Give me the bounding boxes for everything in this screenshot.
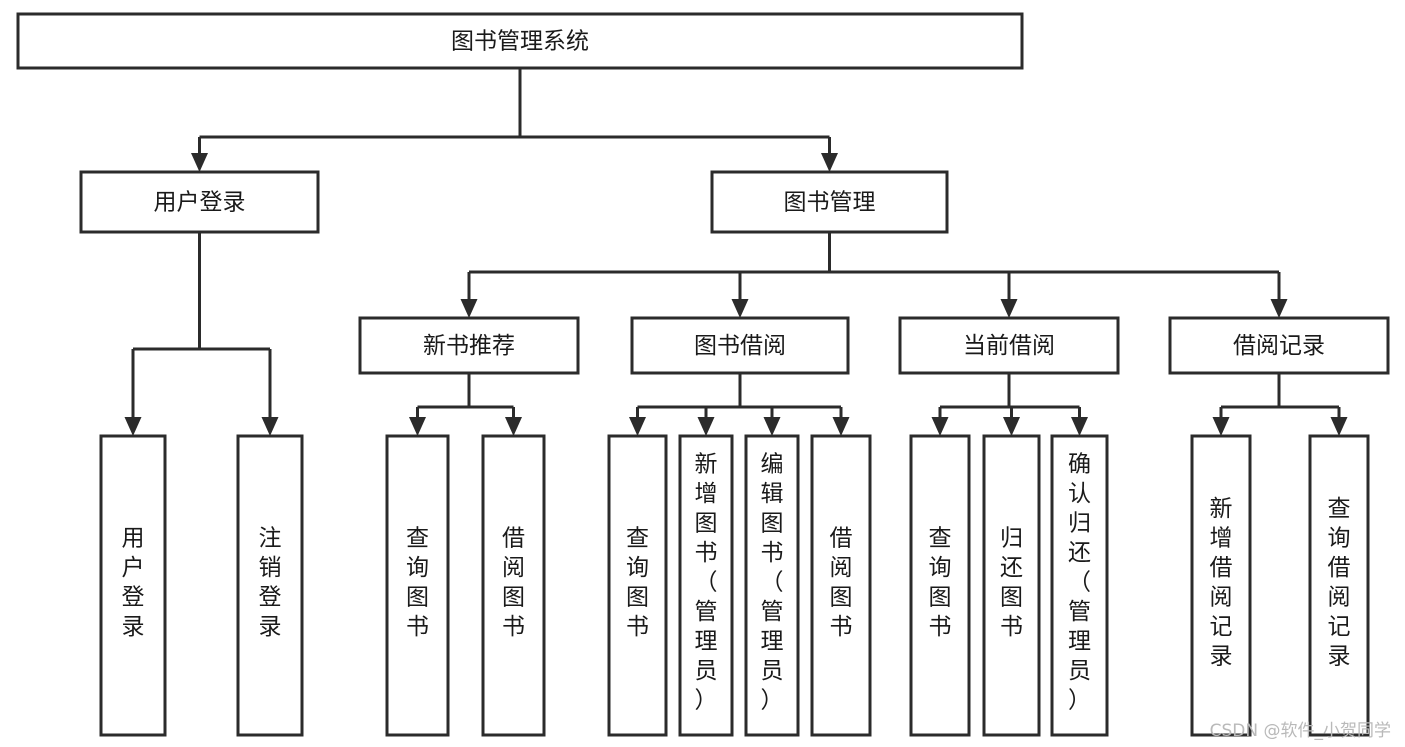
node-leaf-query-book-3[interactable]: 查询图书 bbox=[909, 434, 971, 737]
node-leaf-return-book-rect bbox=[982, 434, 1041, 737]
arrow-head-icon bbox=[821, 153, 838, 172]
node-book-borrow-label: 图书借阅 bbox=[694, 333, 786, 359]
node-leaf-add-record[interactable]: 新增借阅记录 bbox=[1190, 434, 1252, 737]
node-book-manage[interactable]: 图书管理 bbox=[710, 170, 949, 234]
node-leaf-user-logout-label: 注销登录 bbox=[259, 525, 282, 640]
node-leaf-query-book-1-rect bbox=[385, 434, 450, 737]
arrow-head-icon bbox=[697, 417, 715, 436]
node-leaf-borrow-book-1-label: 借阅图书 bbox=[502, 525, 525, 640]
node-new-book-rec-rect bbox=[358, 316, 580, 375]
arrow-head-icon bbox=[1270, 299, 1288, 318]
arrow-head-icon bbox=[832, 417, 850, 436]
node-leaf-confirm-return-label: 确认归还（管理员） bbox=[1068, 452, 1091, 714]
node-book-manage-label: 图书管理 bbox=[784, 190, 876, 216]
arrow-head-icon bbox=[763, 417, 781, 436]
node-leaf-borrow-book-2-label: 借阅图书 bbox=[830, 525, 853, 640]
node-leaf-query-book-1-label: 查询图书 bbox=[406, 525, 429, 640]
node-leaf-return-book-label: 归还图书 bbox=[1000, 525, 1023, 640]
node-user-login-rect bbox=[79, 170, 320, 234]
node-leaf-query-book-2-label: 查询图书 bbox=[626, 525, 649, 640]
node-current-borrow-label: 当前借阅 bbox=[963, 333, 1055, 359]
arrow-head-icon bbox=[931, 417, 949, 436]
node-leaf-edit-book[interactable]: 编辑图书（管理员） bbox=[744, 434, 800, 737]
node-leaf-borrow-book-2-rect bbox=[810, 434, 872, 737]
node-leaf-add-book[interactable]: 新增图书（管理员） bbox=[678, 434, 734, 737]
node-leaf-add-record-label: 新增借阅记录 bbox=[1210, 496, 1233, 670]
arrow-head-icon bbox=[731, 299, 749, 318]
node-leaf-query-record[interactable]: 查询借阅记录 bbox=[1308, 434, 1370, 737]
node-leaf-confirm-return[interactable]: 确认归还（管理员） bbox=[1050, 434, 1109, 737]
node-leaf-edit-book-label: 编辑图书（管理员） bbox=[761, 452, 784, 714]
node-user-login-label: 用户登录 bbox=[154, 190, 246, 216]
node-book-borrow-rect bbox=[630, 316, 850, 375]
node-leaf-user-logout[interactable]: 注销登录 bbox=[236, 434, 304, 737]
node-leaf-query-book-3-label: 查询图书 bbox=[929, 525, 952, 640]
node-leaf-add-book-label: 新增图书（管理员） bbox=[695, 452, 718, 714]
node-borrow-record[interactable]: 借阅记录 bbox=[1168, 316, 1390, 375]
node-leaf-edit-book-rect bbox=[744, 434, 800, 737]
arrow-head-icon bbox=[460, 299, 478, 318]
node-leaf-user-login-label: 用户登录 bbox=[122, 525, 145, 640]
arrow-head-icon bbox=[1003, 417, 1020, 436]
arrow-head-icon bbox=[409, 417, 426, 436]
node-current-borrow-rect bbox=[898, 316, 1120, 375]
node-borrow-record-rect bbox=[1168, 316, 1390, 375]
nodes-layer: 图书管理系统用户登录图书管理新书推荐图书借阅当前借阅借阅记录用户登录注销登录查询… bbox=[16, 12, 1390, 737]
node-leaf-query-book-2-rect bbox=[607, 434, 668, 737]
node-user-login[interactable]: 用户登录 bbox=[79, 170, 320, 234]
node-root-book-management-system[interactable]: 图书管理系统 bbox=[16, 12, 1024, 70]
node-new-book-rec-label: 新书推荐 bbox=[423, 333, 515, 359]
arrow-head-icon bbox=[261, 417, 279, 436]
node-leaf-query-record-rect bbox=[1308, 434, 1370, 737]
node-leaf-query-record-label: 查询借阅记录 bbox=[1328, 496, 1351, 670]
node-new-book-rec[interactable]: 新书推荐 bbox=[358, 316, 580, 375]
node-leaf-add-record-rect bbox=[1190, 434, 1252, 737]
node-borrow-record-label: 借阅记录 bbox=[1233, 333, 1325, 359]
arrow-head-icon bbox=[505, 417, 522, 436]
node-leaf-query-book-2[interactable]: 查询图书 bbox=[607, 434, 668, 737]
node-current-borrow[interactable]: 当前借阅 bbox=[898, 316, 1120, 375]
node-leaf-borrow-book-1-rect bbox=[481, 434, 546, 737]
node-leaf-user-login-rect bbox=[99, 434, 167, 737]
node-leaf-confirm-return-rect bbox=[1050, 434, 1109, 737]
node-leaf-borrow-book-1[interactable]: 借阅图书 bbox=[481, 434, 546, 737]
node-leaf-user-logout-rect bbox=[236, 434, 304, 737]
node-root-book-management-system-rect bbox=[16, 12, 1024, 70]
node-book-manage-rect bbox=[710, 170, 949, 234]
node-leaf-return-book[interactable]: 归还图书 bbox=[982, 434, 1041, 737]
arrow-head-icon bbox=[1212, 417, 1230, 436]
arrow-head-icon bbox=[1071, 417, 1088, 436]
arrow-head-icon bbox=[124, 417, 142, 436]
connectors-layer bbox=[124, 68, 1348, 436]
node-leaf-query-book-3-rect bbox=[909, 434, 971, 737]
node-leaf-add-book-rect bbox=[678, 434, 734, 737]
node-book-borrow[interactable]: 图书借阅 bbox=[630, 316, 850, 375]
arrow-head-icon bbox=[1330, 417, 1348, 436]
node-leaf-query-book-1[interactable]: 查询图书 bbox=[385, 434, 450, 737]
node-leaf-user-login[interactable]: 用户登录 bbox=[99, 434, 167, 737]
arrow-head-icon bbox=[629, 417, 646, 436]
arrow-head-icon bbox=[1000, 299, 1018, 318]
node-root-book-management-system-label: 图书管理系统 bbox=[451, 29, 589, 55]
arrow-head-icon bbox=[191, 153, 208, 172]
node-leaf-borrow-book-2[interactable]: 借阅图书 bbox=[810, 434, 872, 737]
